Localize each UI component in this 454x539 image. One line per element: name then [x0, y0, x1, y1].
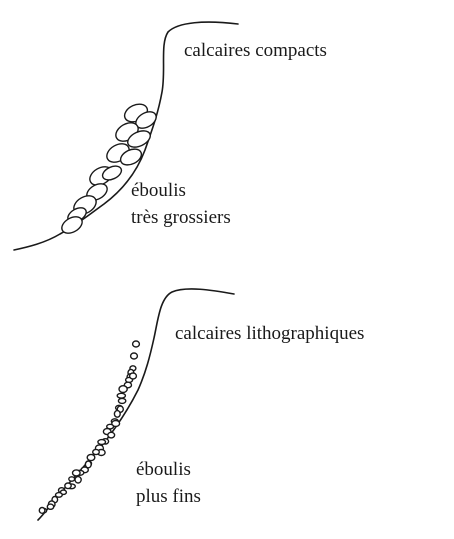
fine-scree-pebbles: [39, 341, 139, 513]
scree-pebble: [118, 398, 125, 403]
scree-pebble: [93, 449, 100, 454]
top-scree-label-line2: très grossiers: [131, 204, 231, 232]
top-rock-label: calcaires compacts: [184, 37, 327, 65]
scree-pebble: [75, 477, 81, 483]
bottom-scree-label-line1: éboulis: [136, 456, 191, 484]
scree-pebble: [73, 470, 81, 476]
bottom-rock-label: calcaires lithographiques: [175, 320, 364, 348]
scree-pebble: [98, 440, 106, 445]
scree-pebble: [65, 483, 71, 489]
scree-pebble: [131, 353, 138, 359]
scree-pebble: [39, 508, 45, 514]
bottom-scree-label-line2: plus fins: [136, 483, 201, 511]
scree-pebble: [133, 341, 140, 347]
scree-pebble: [114, 411, 120, 418]
scree-pebble: [87, 454, 95, 460]
scree-pebble: [119, 386, 127, 393]
scree-pebble: [69, 477, 75, 481]
scree-pebble: [47, 504, 53, 509]
scree-pebble: [130, 373, 137, 379]
scree-pebble: [108, 432, 115, 438]
scree-pebble: [117, 393, 125, 398]
top-scree-label-line1: éboulis: [131, 177, 186, 205]
